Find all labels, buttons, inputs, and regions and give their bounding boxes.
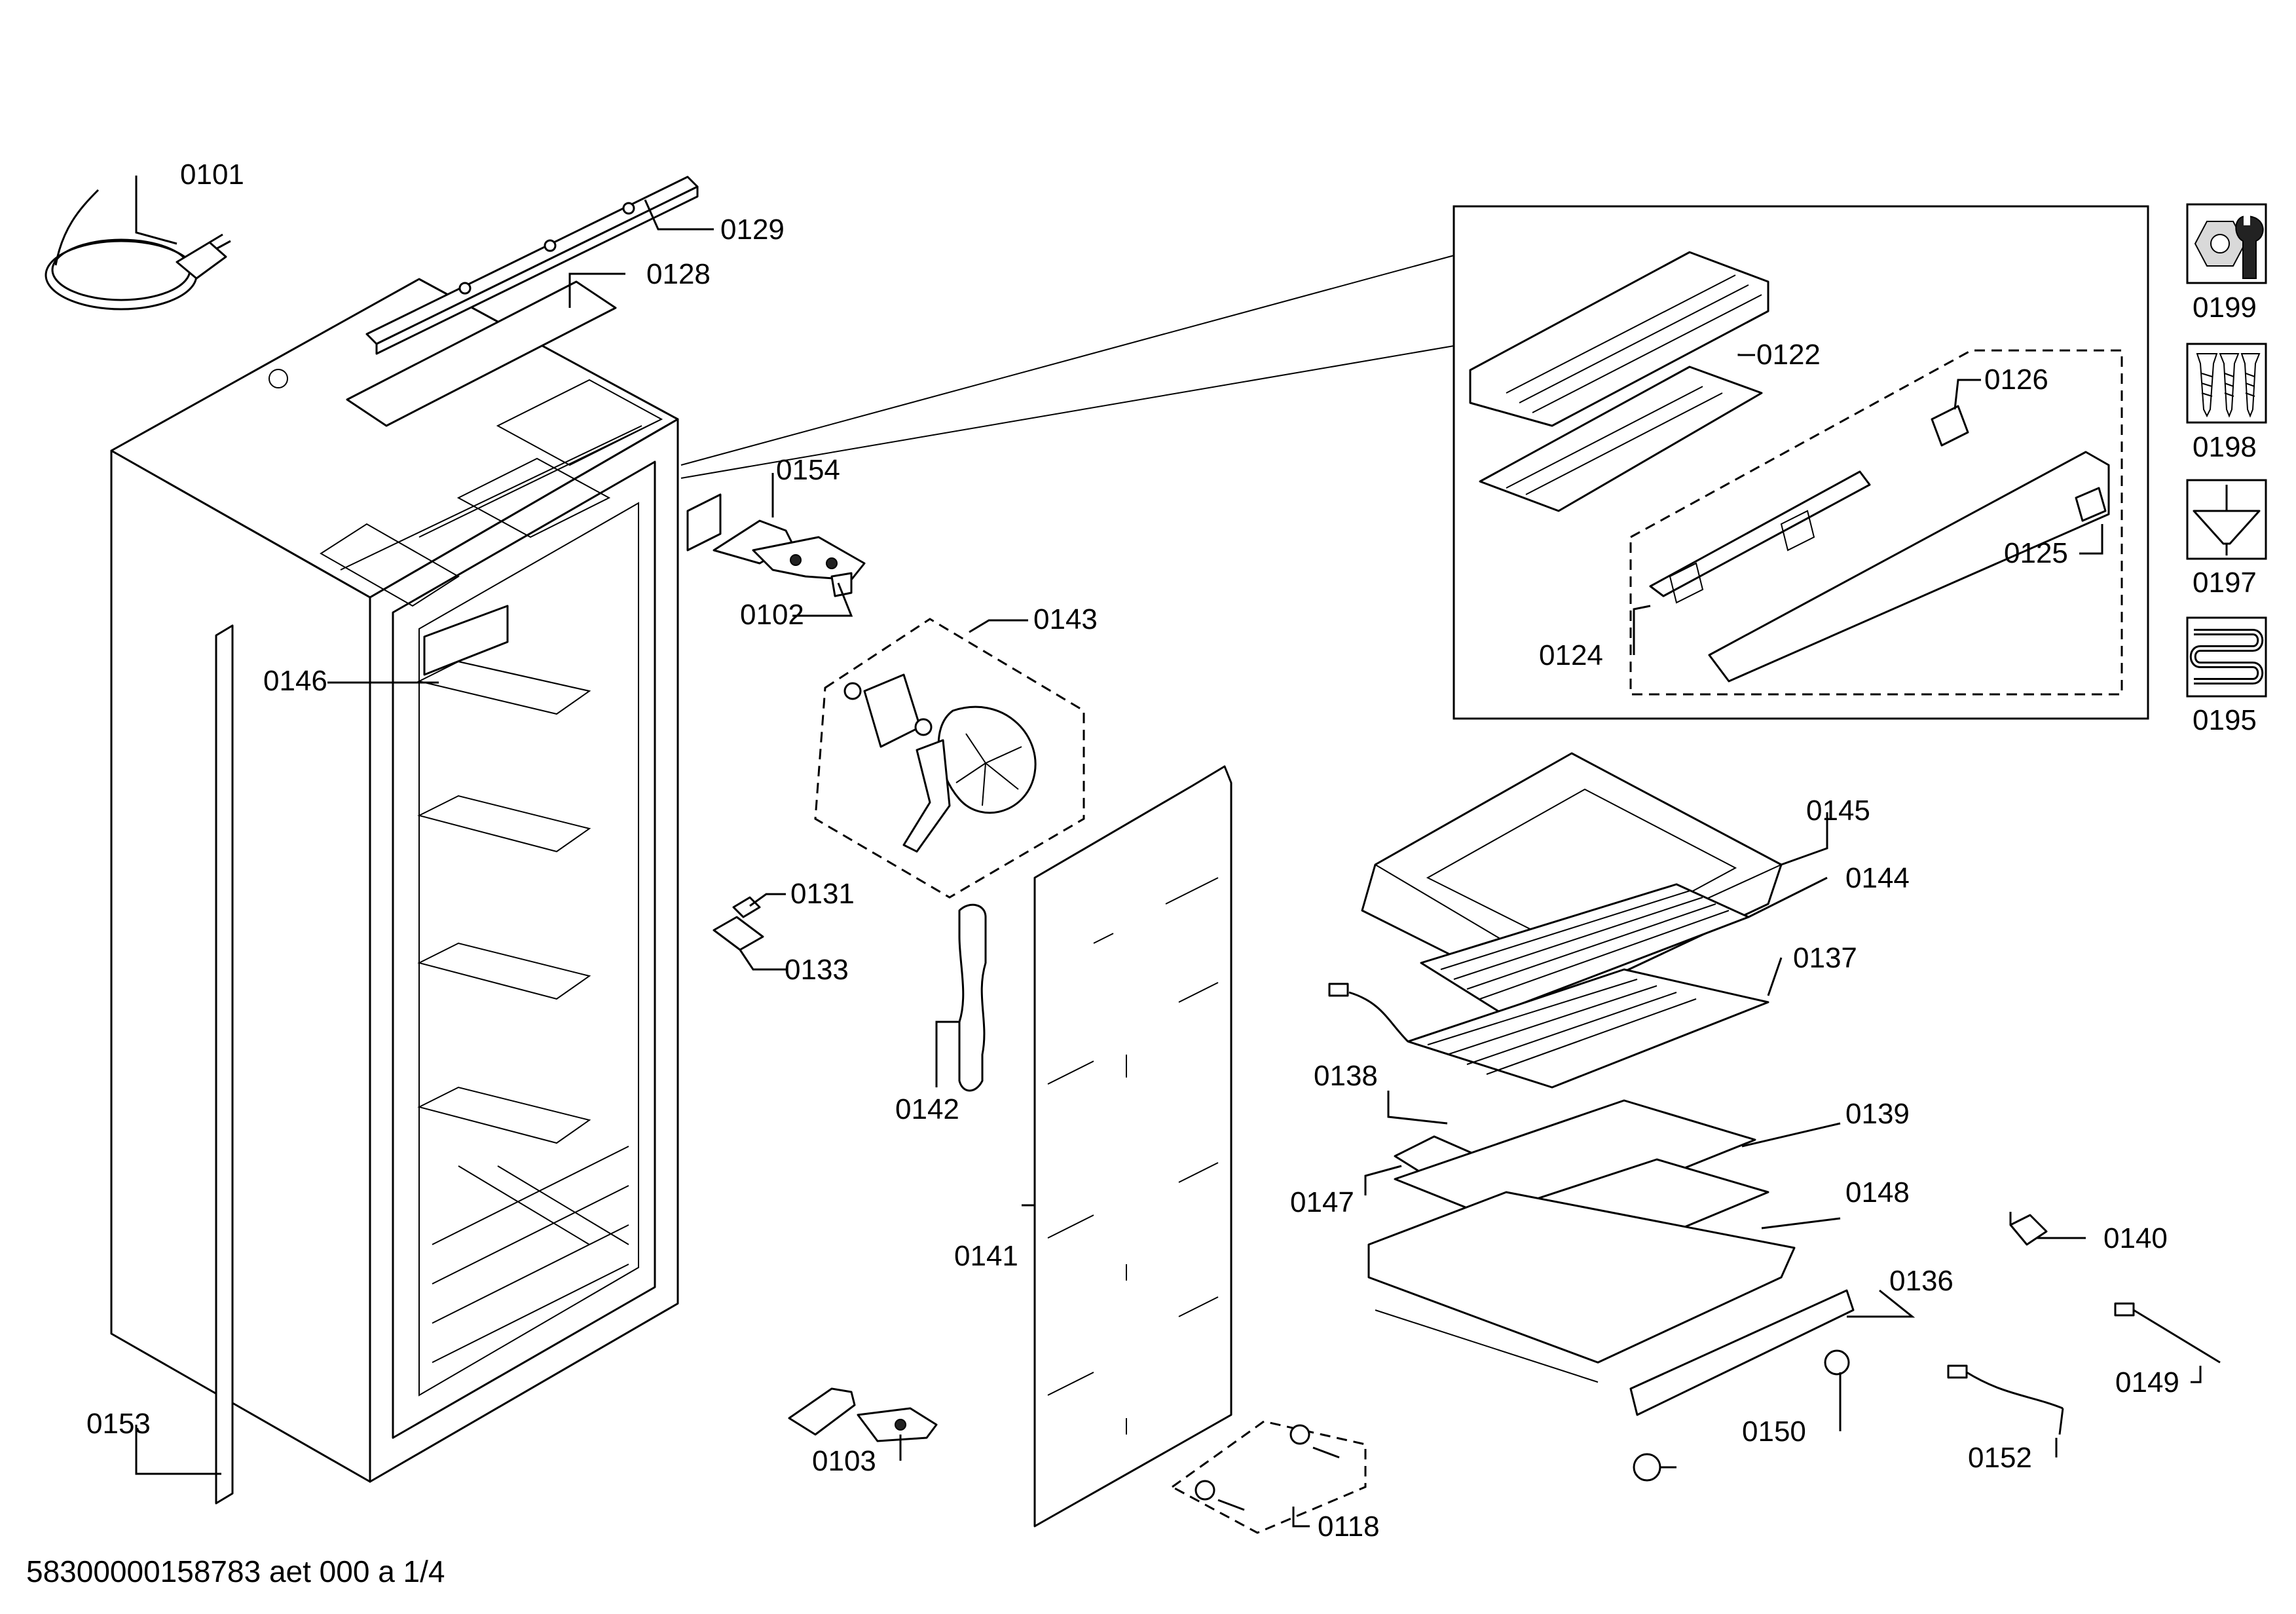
hinge-0103 (788, 1387, 938, 1442)
label-0122: 0122 (1756, 339, 1821, 371)
legend-label-0199: 0199 (2193, 291, 2257, 324)
label-0141: 0141 (954, 1240, 1018, 1272)
defrost-heater-0137 (1328, 968, 1769, 1089)
base-frame (1367, 1191, 1796, 1383)
legend-label-0197: 0197 (2193, 567, 2257, 599)
label-0143: 0143 (1033, 603, 1098, 635)
label-0148: 0148 (1845, 1176, 1910, 1209)
screws-icon (2186, 343, 2267, 424)
door-seal-0153 (215, 624, 234, 1505)
part-labels: 0101 0129 0128 0154 0102 0143 0146 0131 … (86, 159, 2179, 1543)
legend-panel: 0199 0198 0197 (2186, 203, 2267, 736)
label-0137: 0137 (1793, 942, 1857, 974)
label-0153: 0153 (86, 1408, 151, 1440)
label-0149: 0149 (2115, 1366, 2179, 1398)
leader-lines (135, 176, 2202, 1528)
back-panel-0141 (1033, 765, 1232, 1528)
label-0129: 0129 (720, 214, 785, 246)
bracket-0154 (686, 493, 722, 552)
fan-assembly-0143 (814, 618, 1085, 899)
label-0142: 0142 (895, 1093, 959, 1125)
label-0138: 0138 (1314, 1060, 1378, 1092)
label-0133: 0133 (785, 954, 849, 986)
power-cord-0101 (45, 189, 231, 310)
document-reference: 58300000158783 aet 000 a 1/4 (26, 1554, 445, 1588)
screw-kit-0118 (1170, 1420, 1367, 1534)
bolt-0150 (1633, 1349, 1850, 1482)
label-0102: 0102 (740, 599, 804, 631)
label-0140: 0140 (2103, 1222, 2168, 1254)
grease-gun-icon (2186, 479, 2267, 560)
wrench-nut-icon (2186, 203, 2267, 284)
label-0124: 0124 (1539, 639, 1603, 671)
label-0139: 0139 (1845, 1098, 1910, 1130)
legend-label-0198: 0198 (2193, 431, 2257, 463)
label-0146: 0146 (263, 665, 327, 697)
label-0103: 0103 (812, 1445, 876, 1477)
cover-plate-0128 (346, 280, 617, 427)
sensor-0149 (2114, 1302, 2221, 1364)
label-0131: 0131 (790, 878, 855, 910)
legend-label-0195: 0195 (2193, 704, 2257, 736)
label-0150: 0150 (1742, 1416, 1806, 1448)
bracket-0142 (958, 903, 987, 1092)
front-trim-0136 (1629, 1289, 1855, 1416)
cable-0152 (1947, 1364, 2064, 1435)
label-0126: 0126 (1984, 364, 2048, 396)
top-rail-0129 (365, 176, 699, 355)
label-0147: 0147 (1290, 1186, 1354, 1218)
cabinet-body (110, 278, 679, 1483)
detail-inset-electronics (680, 205, 2149, 720)
label-0128: 0128 (646, 258, 711, 290)
label-0125: 0125 (2004, 537, 2068, 569)
label-0136: 0136 (1889, 1265, 1953, 1297)
pad-0133 (713, 916, 764, 951)
label-0101: 0101 (180, 159, 244, 191)
clip-0131 (732, 896, 761, 918)
label-0144: 0144 (1845, 862, 1910, 894)
heating-coil-icon (2186, 616, 2267, 698)
sensor-0140 (2009, 1212, 2048, 1246)
hinge-0102 (713, 519, 866, 597)
label-0118: 0118 (1318, 1511, 1380, 1543)
label-0145: 0145 (1806, 795, 1870, 827)
label-0154: 0154 (776, 454, 840, 486)
label-0152: 0152 (1968, 1442, 2032, 1474)
